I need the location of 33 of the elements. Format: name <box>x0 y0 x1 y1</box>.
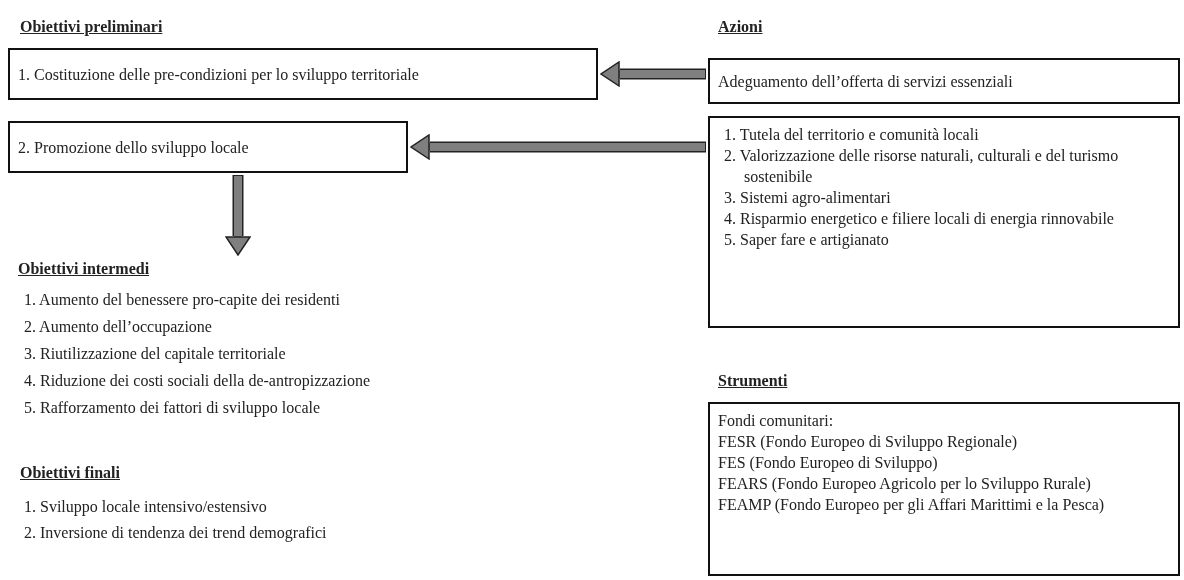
list-item: 1. Aumento del benessere pro-capite dei residenti <box>23 290 341 310</box>
text-box <box>708 116 1180 328</box>
text-line: FESR (Fondo Europeo di Sviluppo Regionale) <box>718 432 1019 452</box>
list-item: 3. Sistemi agro-alimentari <box>723 188 892 208</box>
list-item: 1. Sviluppo locale intensivo/estensivo <box>24 497 267 517</box>
list-item: 5. Saper fare e artigianato <box>723 230 890 250</box>
text-line: FEAMP (Fondo Europeo per gli Affari Marittimi e la Pesca) <box>718 495 1106 515</box>
text-line: FES (Fondo Europeo di Sviluppo) <box>718 453 939 473</box>
text-box <box>708 402 1180 576</box>
block-arrow <box>410 134 706 160</box>
text-line: 2. Promozione dello sviluppo locale <box>18 137 250 158</box>
section-heading: Strumenti <box>718 371 788 391</box>
list-item: 1. Tutela del territorio e comunità locali <box>723 125 980 145</box>
text-line: Fondi comunitari: <box>718 411 835 431</box>
text-line: Adeguamento dell’offerta di servizi essenziali <box>718 71 1014 92</box>
section-heading: Obiettivi preliminari <box>20 17 163 37</box>
list-item: 2. Inversione di tendenza dei trend demografici <box>24 523 327 543</box>
list-item: 4. Riduzione dei costi sociali della de-antropizzazione <box>23 371 372 391</box>
section-heading: Obiettivi finali <box>20 463 120 483</box>
text-box <box>8 121 408 173</box>
block-arrow <box>225 175 251 256</box>
section-heading: Obiettivi intermedi <box>18 259 151 279</box>
text-box <box>8 48 598 100</box>
list-item: 2. Aumento dell’occupazione <box>23 317 213 337</box>
block-arrow <box>600 61 706 87</box>
text-box <box>708 58 1180 104</box>
list-item: 5. Rafforzamento dei fattori di sviluppo locale <box>23 398 322 418</box>
list-item: 3. Riutilizzazione del capitale territoriale <box>23 344 287 364</box>
list-item: 2. Valorizzazione delle risorse naturali, culturali e del turismo sostenibile <box>723 146 1120 187</box>
list-item: 4. Risparmio energetico e filiere locali di energia rinnovabile <box>723 209 1115 229</box>
text-line: FEARS (Fondo Europeo Agricolo per lo Sviluppo Rurale) <box>718 474 1092 494</box>
section-heading: Azioni <box>718 17 763 37</box>
text-line: 1. Costituzione delle pre-condizioni per lo sviluppo territoriale <box>18 64 420 85</box>
